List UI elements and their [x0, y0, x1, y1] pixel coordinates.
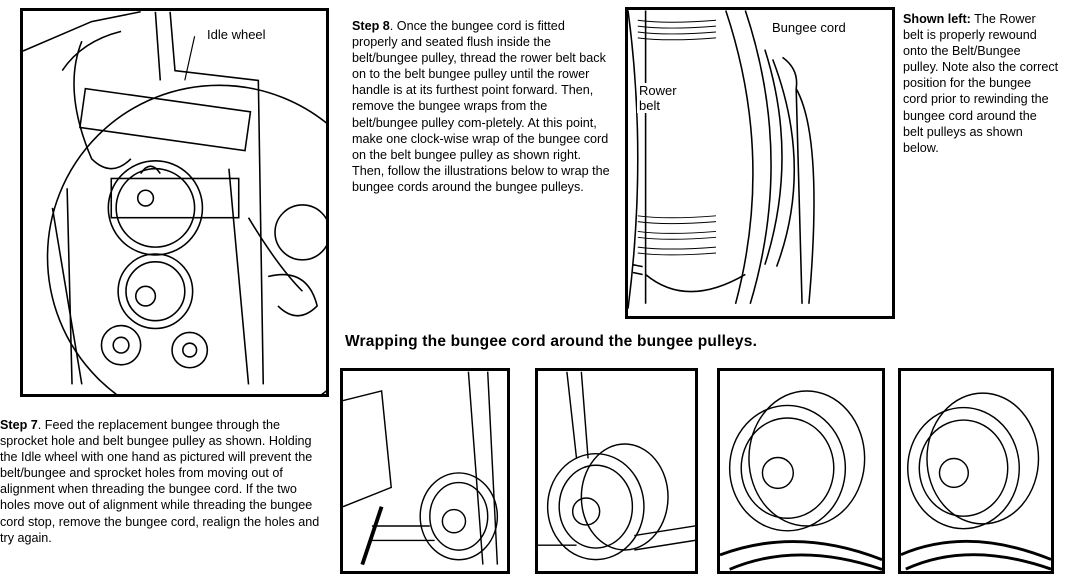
belt-pulley-illustration: Bungee cord Rower belt	[625, 7, 895, 319]
bungee-cord-callout: Bungee cord	[770, 20, 848, 35]
step7-paragraph: Step 7. Feed the replacement bungee thro…	[0, 417, 330, 546]
wrap-step-2-drawing	[538, 371, 695, 561]
shown-left-paragraph: Shown left: The Rower belt is properly r…	[903, 11, 1059, 156]
shown-left-label: Shown left:	[903, 12, 971, 26]
wrap-panel-3	[717, 368, 885, 574]
step7-text: . Feed the replacement bungee through th…	[0, 418, 320, 545]
rower-belt-callout: Rower belt	[637, 83, 697, 113]
step7-label: Step 7	[0, 418, 38, 432]
wrap-step-4-drawing	[901, 392, 1051, 571]
rowing-machine-mechanism-drawing	[23, 11, 326, 394]
wrap-panel-1	[340, 368, 510, 574]
idle-wheel-callout: Idle wheel	[205, 27, 268, 42]
wrap-step-3-drawing	[720, 390, 882, 571]
step7-illustration: Idle wheel	[20, 8, 329, 397]
wrapping-heading: Wrapping the bungee cord around the bung…	[345, 333, 758, 350]
shown-left-text: The Rower belt is properly rewound onto …	[903, 12, 1059, 155]
wrap-step-1-drawing	[343, 371, 499, 566]
belt-pulley-drawing	[628, 10, 815, 309]
step8-paragraph: Step 8. Once the bungee cord is fitted p…	[352, 18, 610, 195]
step8-label: Step 8	[352, 19, 390, 33]
wrap-panel-2	[535, 368, 698, 574]
step8-text: . Once the bungee cord is fitted properl…	[352, 19, 610, 194]
wrap-panel-4	[898, 368, 1054, 574]
